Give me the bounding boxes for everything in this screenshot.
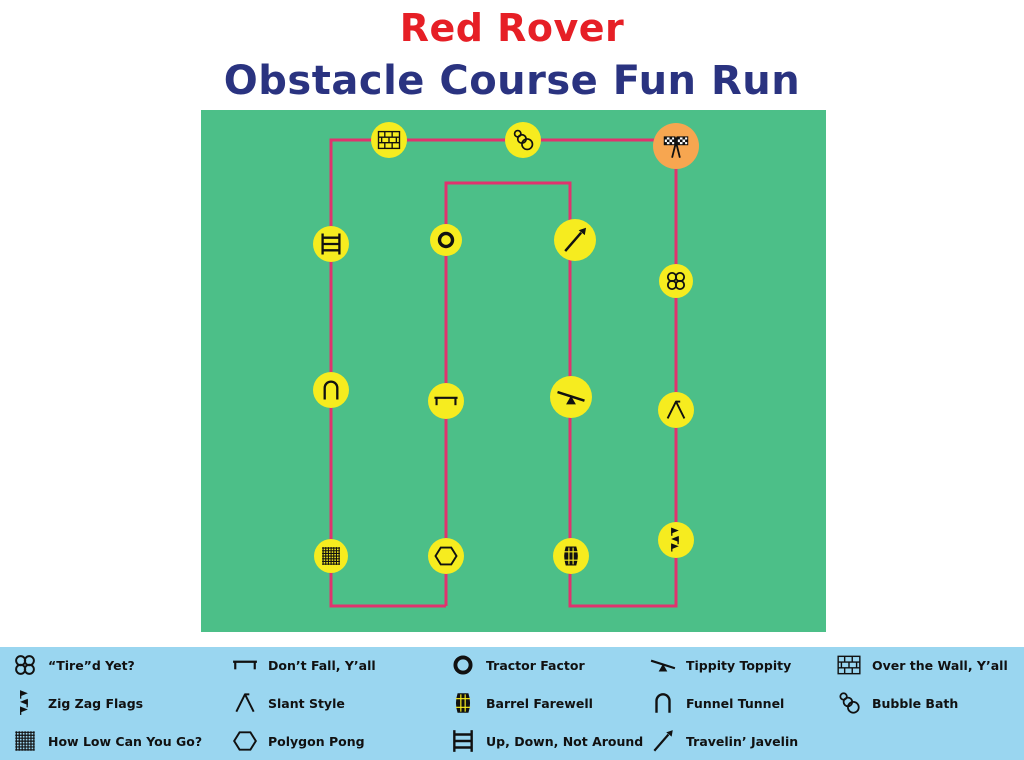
station-finish (653, 123, 699, 169)
legend-item-zigzag: Zig Zag Flags (12, 690, 143, 716)
seesaw-icon (557, 390, 585, 405)
legend-item-tired: “Tire”d Yet? (12, 652, 135, 678)
slant-ramp-icon (666, 400, 686, 419)
legend-label: Over the Wall, Y’all (872, 657, 1008, 673)
station-bubble (505, 122, 541, 158)
slant-ramp-icon (232, 690, 258, 716)
hexagon-icon (434, 546, 458, 566)
tunnel-icon (650, 690, 676, 716)
station-fall (428, 383, 464, 419)
bubbles-icon (513, 129, 534, 151)
balance-beam-icon (232, 652, 258, 678)
legend-item-tractor: Tractor Factor (450, 652, 585, 678)
legend-item-howlow: How Low Can You Go? (12, 728, 202, 754)
legend-item-polygon: Polygon Pong (232, 728, 365, 754)
legend-label: “Tire”d Yet? (48, 657, 135, 673)
brick-wall-icon (377, 130, 401, 150)
station-javelin (554, 219, 596, 261)
station-howlow (314, 539, 348, 573)
course-route (329, 138, 678, 608)
brick-wall-icon (836, 652, 862, 678)
hexagon-icon (232, 728, 258, 754)
javelin-icon (564, 227, 587, 252)
ladder-icon (450, 728, 476, 754)
legend-label: Slant Style (268, 695, 345, 711)
tunnel-icon (323, 380, 339, 400)
balance-beam-icon (434, 396, 458, 406)
station-marker (653, 123, 699, 169)
ladder-icon (321, 233, 341, 255)
station-wall (371, 122, 407, 158)
legend-label: Zig Zag Flags (48, 695, 144, 711)
legend-item-tippity: Tippity Toppity (650, 652, 791, 678)
legend-label: Travelin’ Javelin (686, 733, 799, 749)
zigzag-flags-icon (12, 690, 38, 716)
legend-item-ladder: Up, Down, Not Around (450, 728, 643, 754)
station-funnel (313, 372, 349, 408)
station-marker (313, 372, 349, 408)
station-marker (659, 264, 693, 298)
bubbles-icon (836, 690, 862, 716)
station-tractor (430, 224, 462, 256)
legend-item-fall: Don’t Fall, Y’all (232, 652, 376, 678)
legend-item-slant: Slant Style (232, 690, 345, 716)
tire-rings-icon (12, 652, 38, 678)
station-tired (659, 264, 693, 298)
checkered-flags-icon (663, 136, 689, 158)
net-grid-icon (12, 728, 38, 754)
seesaw-icon (650, 652, 676, 678)
page-title: Red Rover (399, 6, 625, 50)
station-barrel (553, 538, 589, 574)
barrel-icon (450, 690, 476, 716)
zigzag-flags-icon (671, 527, 679, 552)
legend-label: Polygon Pong (268, 733, 365, 749)
legend-item-bubble: Bubble Bath (836, 690, 958, 716)
station-ladder (313, 226, 349, 262)
net-grid-icon (322, 547, 340, 565)
legend-label: Don’t Fall, Y’all (268, 657, 376, 673)
legend-label: Barrel Farewell (486, 695, 593, 711)
tractor-tire-icon (437, 231, 455, 249)
barrel-icon (564, 546, 578, 566)
javelin-icon (650, 728, 676, 754)
page-subtitle: Obstacle Course Fun Run (223, 58, 801, 104)
tire-rings-icon (666, 271, 686, 291)
station-polygon (428, 538, 464, 574)
legend-panel: “Tire”d Yet? Don’t Fall, Y’all Tractor F… (0, 647, 1024, 760)
obstacle-course-map (201, 110, 826, 632)
legend-label: How Low Can You Go? (48, 733, 203, 749)
legend-label: Tippity Toppity (686, 657, 792, 673)
legend-item-wall: Over the Wall, Y’all (836, 652, 1008, 678)
tractor-tire-icon (450, 652, 476, 678)
station-marker (428, 383, 464, 419)
station-marker (658, 392, 694, 428)
legend-item-funnel: Funnel Tunnel (650, 690, 784, 716)
station-marker (430, 224, 462, 256)
legend-item-javelin: Travelin’ Javelin (650, 728, 798, 754)
station-zigzag (658, 522, 694, 558)
legend-item-barrel: Barrel Farewell (450, 690, 593, 716)
station-marker (428, 538, 464, 574)
course-field (201, 110, 826, 632)
legend-label: Up, Down, Not Around (486, 733, 644, 749)
station-slant (658, 392, 694, 428)
legend-label: Funnel Tunnel (686, 695, 785, 711)
legend-label: Bubble Bath (872, 695, 959, 711)
legend-label: Tractor Factor (486, 657, 585, 673)
station-tippity (550, 376, 592, 418)
